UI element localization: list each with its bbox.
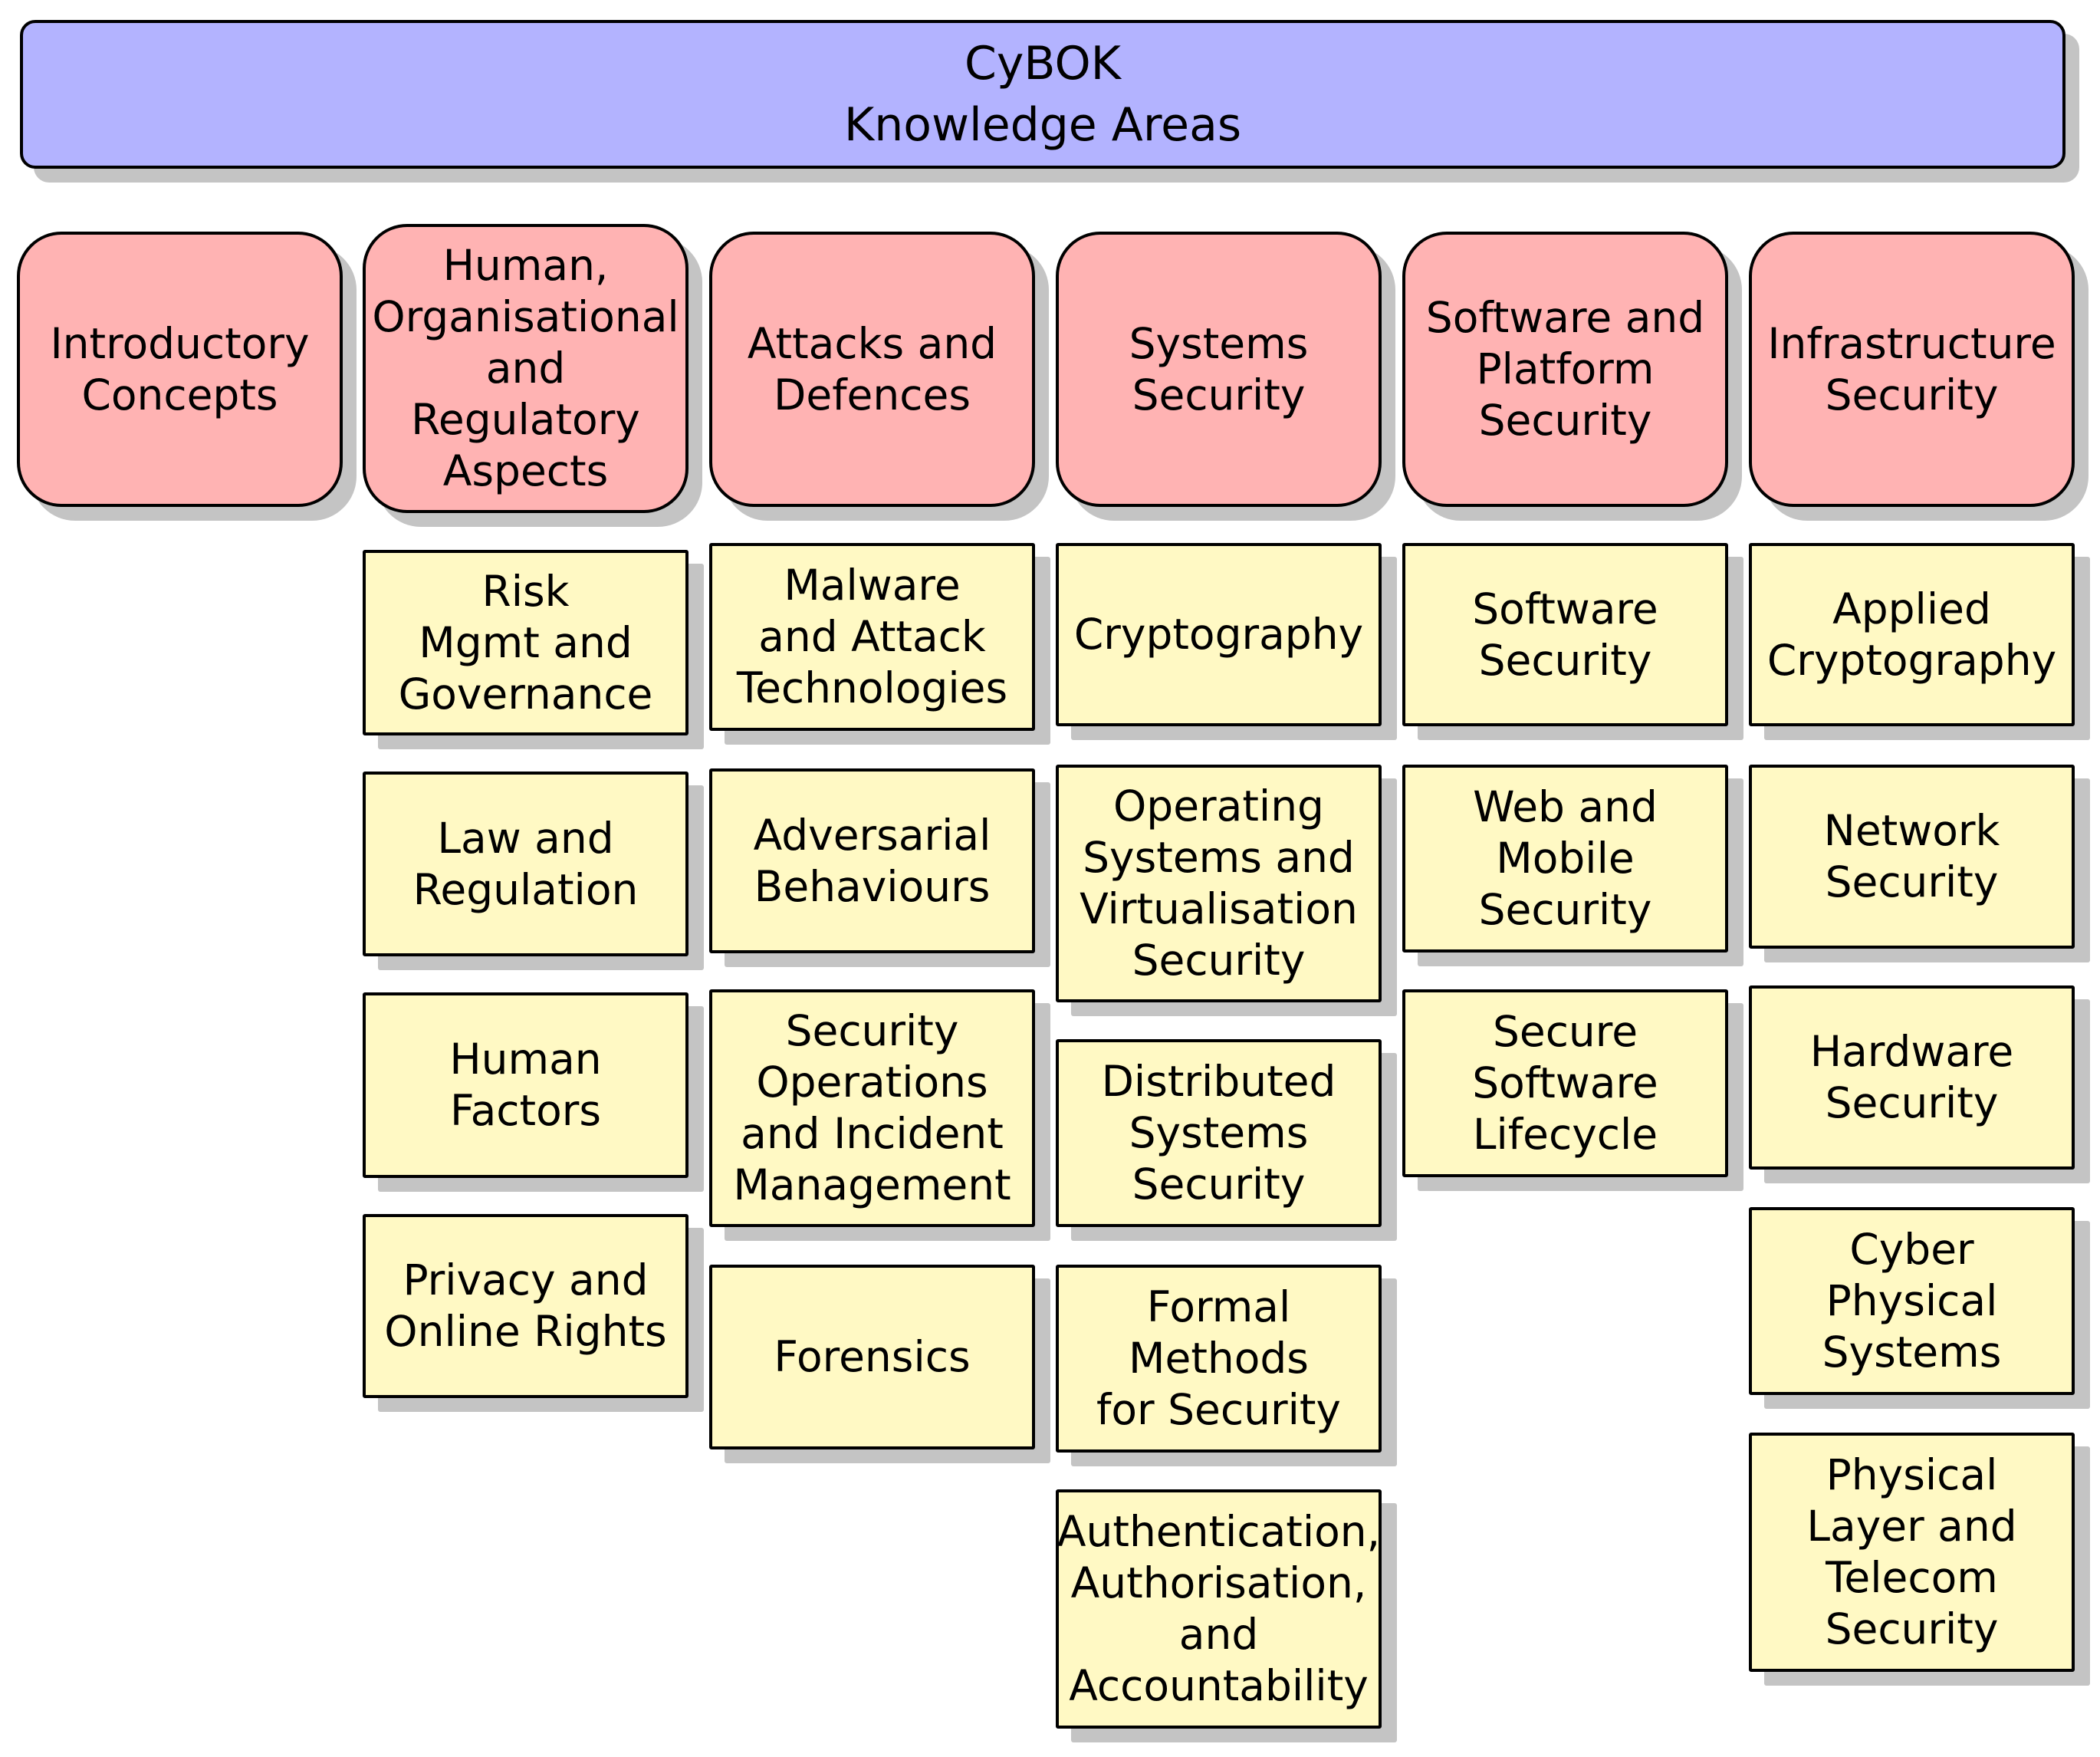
topic-web-mobile-security: Web and Mobile Security <box>1402 765 1728 953</box>
topic-malware-attack-technologies: Malware and Attack Technologies <box>709 543 1035 731</box>
category-human-organisational-regulatory: Human, Organisational and Regulatory Asp… <box>363 224 688 513</box>
topic-distributed-systems-security: Distributed Systems Security <box>1056 1039 1382 1227</box>
topic-privacy-online-rights: Privacy and Online Rights <box>363 1214 688 1398</box>
topic-security-operations-incident-management: Security Operations and Incident Managem… <box>709 989 1035 1227</box>
category-software-platform-security: Software and Platform Security <box>1402 232 1728 507</box>
category-attacks-and-defences: Attacks and Defences <box>709 232 1035 507</box>
category-infrastructure-security: Infrastructure Security <box>1749 232 2075 507</box>
topic-network-security: Network Security <box>1749 765 2075 949</box>
topic-applied-cryptography: Applied Cryptography <box>1749 543 2075 726</box>
topic-adversarial-behaviours: Adversarial Behaviours <box>709 768 1035 953</box>
topic-secure-software-lifecycle: Secure Software Lifecycle <box>1402 989 1728 1177</box>
topic-hardware-security: Hardware Security <box>1749 985 2075 1170</box>
category-introductory-concepts: Introductory Concepts <box>17 232 343 507</box>
topic-authentication-authorisation-accountability: Authentication, Authorisation, and Accou… <box>1056 1489 1382 1729</box>
root-node-cybok: CyBOK Knowledge Areas <box>20 20 2065 169</box>
topic-operating-systems-virtualisation-security: Operating Systems and Virtualisation Sec… <box>1056 765 1382 1002</box>
topic-software-security: Software Security <box>1402 543 1728 726</box>
topic-human-factors: Human Factors <box>363 992 688 1178</box>
topic-cyber-physical-systems: Cyber Physical Systems <box>1749 1207 2075 1395</box>
topic-law-and-regulation: Law and Regulation <box>363 772 688 956</box>
topic-formal-methods-for-security: Formal Methods for Security <box>1056 1265 1382 1453</box>
topic-forensics: Forensics <box>709 1265 1035 1449</box>
topic-risk-mgmt-governance: Risk Mgmt and Governance <box>363 550 688 735</box>
topic-physical-layer-telecom-security: Physical Layer and Telecom Security <box>1749 1433 2075 1672</box>
category-systems-security: Systems Security <box>1056 232 1382 507</box>
topic-cryptography: Cryptography <box>1056 543 1382 726</box>
